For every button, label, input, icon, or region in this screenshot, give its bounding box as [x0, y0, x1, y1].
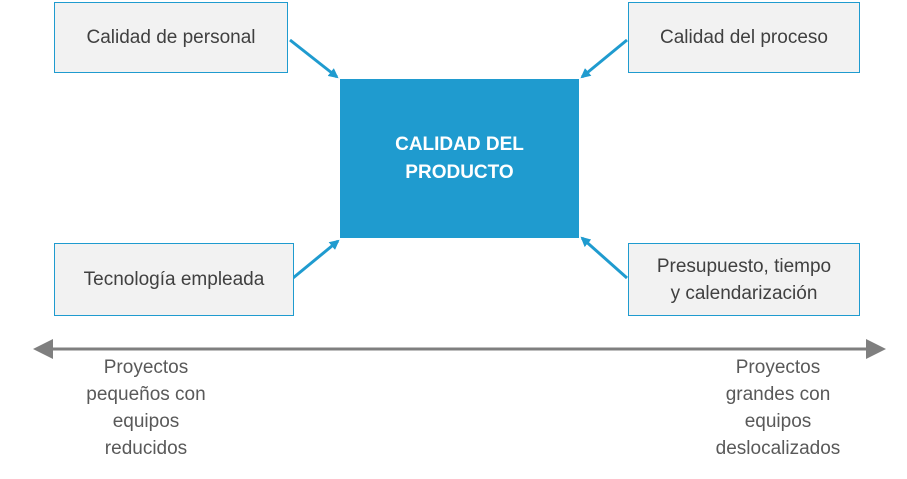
arrow-bottom-right — [580, 236, 628, 280]
factor-label: Calidad de personal — [86, 27, 256, 48]
factor-presupuesto-tiempo: Presupuesto, tiempo y calendarización — [628, 243, 860, 316]
factor-label: Tecnología empleada — [83, 269, 265, 290]
factor-label: Presupuesto, tiempo y calendarización — [656, 255, 832, 304]
arrow-top-right — [580, 38, 628, 79]
factor-calidad-del-proceso: Calidad del proceso — [628, 2, 860, 73]
scale-arrow — [33, 339, 886, 359]
factor-label: Calidad del proceso — [660, 27, 828, 48]
factor-tecnologia-empleada: Tecnología empleada — [54, 243, 294, 316]
arrow-bottom-left — [292, 239, 340, 280]
center-label: CALIDAD DEL PRODUCTO — [395, 133, 524, 183]
scale-right-label: Proyectos grandes con equipos deslocaliz… — [715, 357, 841, 459]
factor-calidad-de-personal: Calidad de personal — [54, 2, 288, 73]
calidad-del-producto-box: CALIDAD DEL PRODUCTO — [340, 79, 579, 238]
scale-left-label: Proyectos pequeños con equipos reducidos — [86, 357, 206, 459]
arrow-top-left — [289, 38, 339, 79]
